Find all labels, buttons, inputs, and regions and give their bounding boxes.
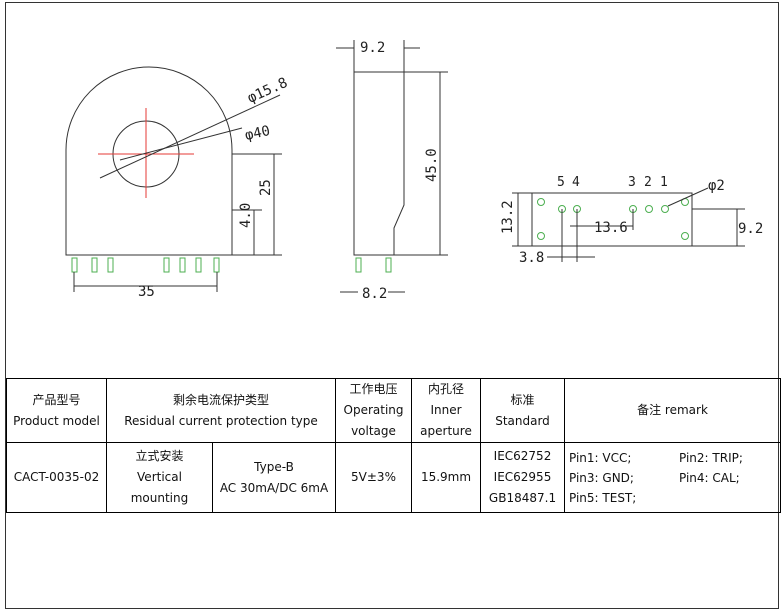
dim-thickness: 9.2: [360, 40, 385, 56]
table-header-row: 产品型号 Product model 剩余电流保护类型 Residual cur…: [6, 378, 781, 443]
mount-hole: [537, 198, 545, 206]
pin-view: [512, 187, 745, 262]
table-row: CACT-0035-02 立式安装 Vertical mounting Type…: [6, 442, 781, 513]
cell-type: Type-B AC 30mA/DC 6mA: [212, 442, 336, 513]
dim-inner-dia: φ40: [244, 123, 272, 144]
pin-label-3: 3: [628, 175, 636, 190]
remark-line: Pin3: GND; Pin4: CAL;: [569, 470, 740, 485]
front-pin: [179, 257, 186, 273]
side-pin: [385, 257, 392, 273]
cell-mounting: 立式安装 Vertical mounting: [106, 442, 213, 513]
side-body-outline: [353, 71, 405, 256]
pin-label-4: 4: [572, 175, 580, 190]
sheet-frame: [5, 2, 779, 609]
pin-hole: [645, 205, 653, 213]
cell-aperture: 15.9mm: [411, 442, 481, 513]
front-body-outline: [65, 66, 233, 256]
cell-model: CACT-0035-02: [6, 442, 107, 513]
side-view: [336, 40, 448, 293]
leader-inner-dia: [119, 127, 243, 161]
header-model: 产品型号 Product model: [6, 378, 107, 443]
front-pin: [91, 257, 98, 273]
dim-height-13-2: 13.2: [500, 200, 516, 234]
spec-table: 产品型号 Product model 剩余电流保护类型 Residual cur…: [6, 378, 781, 513]
side-pin: [355, 257, 362, 273]
dim-height-4: 4.0: [238, 203, 254, 228]
header-remark: 备注 remark: [564, 378, 781, 443]
dim-offset: 3.8: [519, 250, 544, 266]
remark-line: Pin1: VCC; Pin2: TRIP;: [569, 450, 743, 465]
dim-outer-dia: φ15.8: [245, 75, 290, 107]
cell-remark: Pin1: VCC; Pin2: TRIP; Pin3: GND; Pin4: …: [564, 442, 781, 513]
front-pin: [163, 257, 170, 273]
mount-hole: [681, 232, 689, 240]
dim-pin-dia: φ2: [708, 178, 725, 194]
dim-height-45: 45.0: [424, 148, 440, 182]
mount-hole: [537, 232, 545, 240]
dim-height-25: 25: [258, 179, 274, 196]
remark-line: Pin5: TEST;: [569, 490, 637, 505]
header-standard: 标准 Standard: [480, 378, 565, 443]
dim-pin-spacing: 13.6: [594, 220, 628, 236]
pin-label-1: 1: [660, 175, 668, 190]
leader-pin-dia: [667, 187, 709, 207]
pin-hole: [661, 205, 669, 213]
cell-standard: IEC62752 IEC62955 GB18487.1: [480, 442, 565, 513]
header-voltage: 工作电压 Operating voltage: [335, 378, 412, 443]
dim-right-height: 9.2: [738, 221, 763, 237]
side-pins: [355, 257, 392, 273]
header-type: 剩余电流保护类型 Residual current protection typ…: [106, 378, 336, 443]
dim-pin-span: 8.2: [362, 286, 387, 302]
dim-width-35: 35: [138, 284, 155, 300]
front-pins: [71, 257, 220, 273]
front-pin: [107, 257, 114, 273]
cell-voltage: 5V±3%: [335, 442, 412, 513]
front-pin: [195, 257, 202, 273]
pin-label-2: 2: [644, 175, 652, 190]
front-pin: [213, 257, 220, 273]
pin-view-body: [531, 192, 693, 247]
header-aperture: 内孔径 Inner aperture: [411, 378, 481, 443]
front-view: [65, 66, 282, 292]
pin-label-5: 5: [557, 175, 565, 190]
technical-drawing: φ15.8 φ40 25 4.0 35 9.2 45.0 8.2: [65, 40, 763, 302]
leader-outer-dia: [99, 94, 281, 179]
front-pin: [71, 257, 78, 273]
